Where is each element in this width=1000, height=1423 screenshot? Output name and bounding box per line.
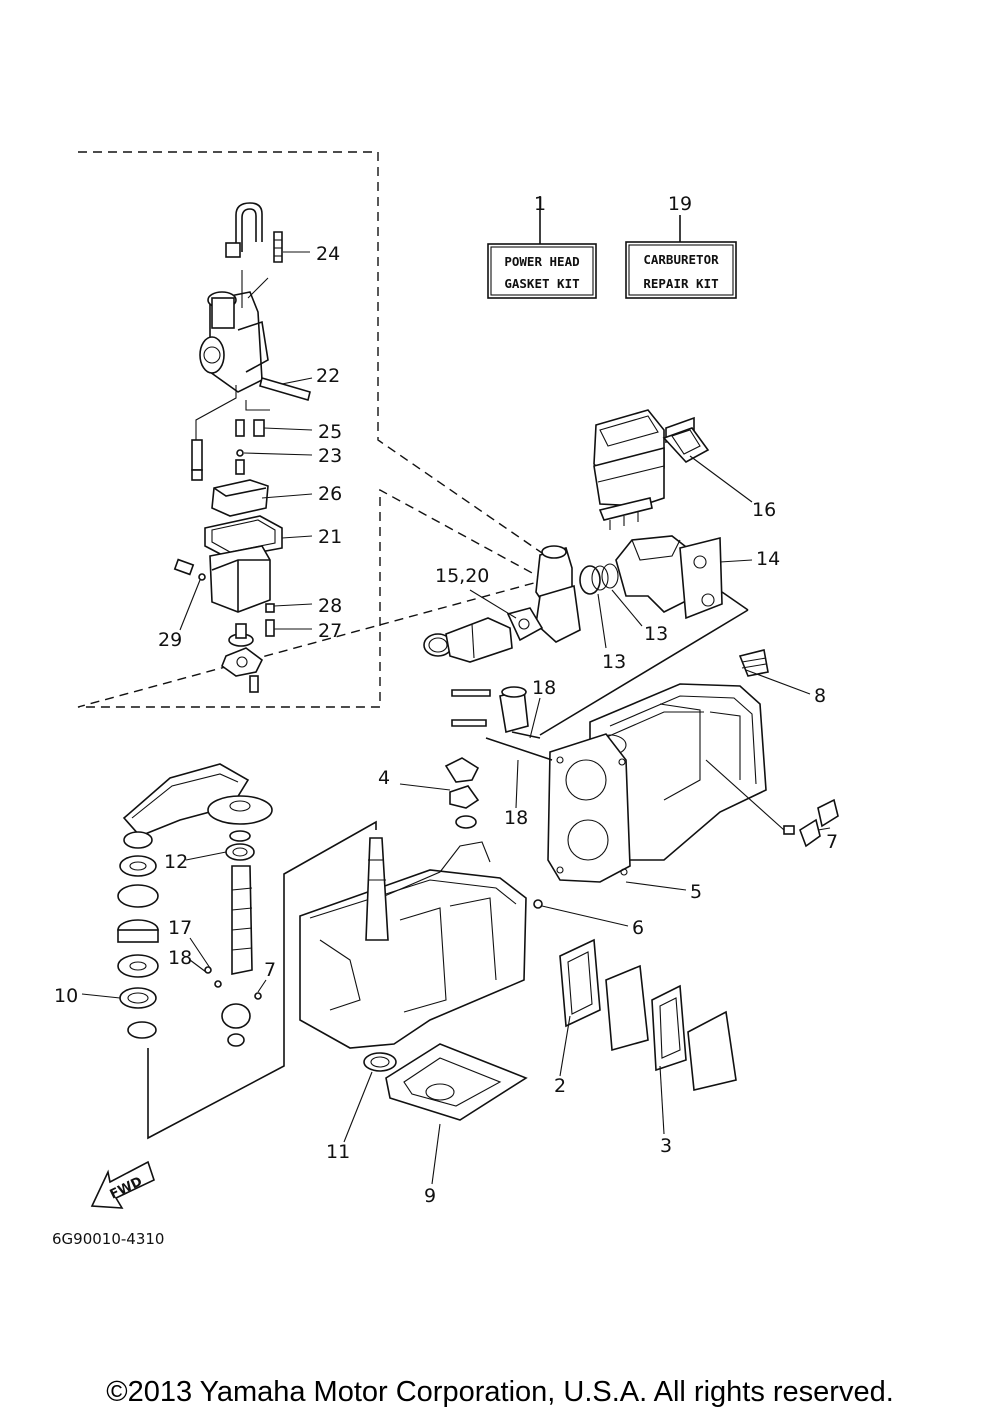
callout-23: 23 xyxy=(318,445,342,467)
callout-13-lower: 13 xyxy=(602,651,626,673)
callout-9: 9 xyxy=(424,1185,436,1207)
intake-assembly xyxy=(423,409,723,663)
kit-1-line2: GASKET KIT xyxy=(504,276,579,291)
callout-17: 17 xyxy=(168,917,192,939)
callout-25: 25 xyxy=(318,421,342,443)
callout-4: 4 xyxy=(378,767,390,789)
callout-18-upper: 18 xyxy=(532,677,556,699)
callout-1: 1 xyxy=(534,193,546,215)
callout-8: 8 xyxy=(814,685,826,707)
callout-3: 3 xyxy=(660,1135,672,1157)
callout-22: 22 xyxy=(316,365,340,387)
callout-24: 24 xyxy=(316,243,340,265)
callout-6: 6 xyxy=(632,917,644,939)
callout-7-lower: 7 xyxy=(264,959,276,981)
gasket-set xyxy=(385,938,737,1121)
callout-13-upper: 13 xyxy=(644,623,668,645)
callout-27: 27 xyxy=(318,620,342,642)
cylinder-head-assembly xyxy=(547,649,839,883)
diagram-part-code: 6G90010-4310 xyxy=(52,1230,164,1248)
callout-14: 14 xyxy=(756,548,780,570)
callout-29: 29 xyxy=(158,629,182,651)
thermostat-cluster xyxy=(444,686,553,829)
carburetor-group-boundary xyxy=(77,151,547,708)
callout-26: 26 xyxy=(318,483,342,505)
kit-box-power-head: POWER HEAD GASKET KIT xyxy=(487,196,597,299)
kit-19-line1: CARBURETOR xyxy=(643,252,719,267)
callout-10: 10 xyxy=(54,985,78,1007)
copyright-notice: ©2013 Yamaha Motor Corporation, U.S.A. A… xyxy=(106,1376,894,1408)
callout-11: 11 xyxy=(326,1141,350,1163)
callout-7-upper: 7 xyxy=(826,831,838,853)
callout-12: 12 xyxy=(164,851,188,873)
callout-15-20: 15,20 xyxy=(435,565,489,587)
callout-21: 21 xyxy=(318,526,342,548)
callout-19: 19 xyxy=(668,193,692,215)
kit-1-line1: POWER HEAD xyxy=(504,254,579,269)
callout-2: 2 xyxy=(554,1075,566,1097)
callout-28: 28 xyxy=(318,595,342,617)
callout-18-lower: 18 xyxy=(168,947,192,969)
callout-16: 16 xyxy=(752,499,776,521)
callout-5: 5 xyxy=(690,881,702,903)
forward-arrow-icon: FWD xyxy=(90,1160,155,1209)
kit-19-line2: REPAIR KIT xyxy=(643,276,718,291)
callout-18-middle: 18 xyxy=(504,807,528,829)
carburetor-assembly xyxy=(173,202,311,693)
fwd-label: FWD xyxy=(108,1174,145,1202)
kit-box-carburetor: CARBURETOR REPAIR KIT xyxy=(625,215,737,299)
crankshaft-assembly xyxy=(117,763,273,1047)
crankcase-assembly xyxy=(299,837,543,1072)
